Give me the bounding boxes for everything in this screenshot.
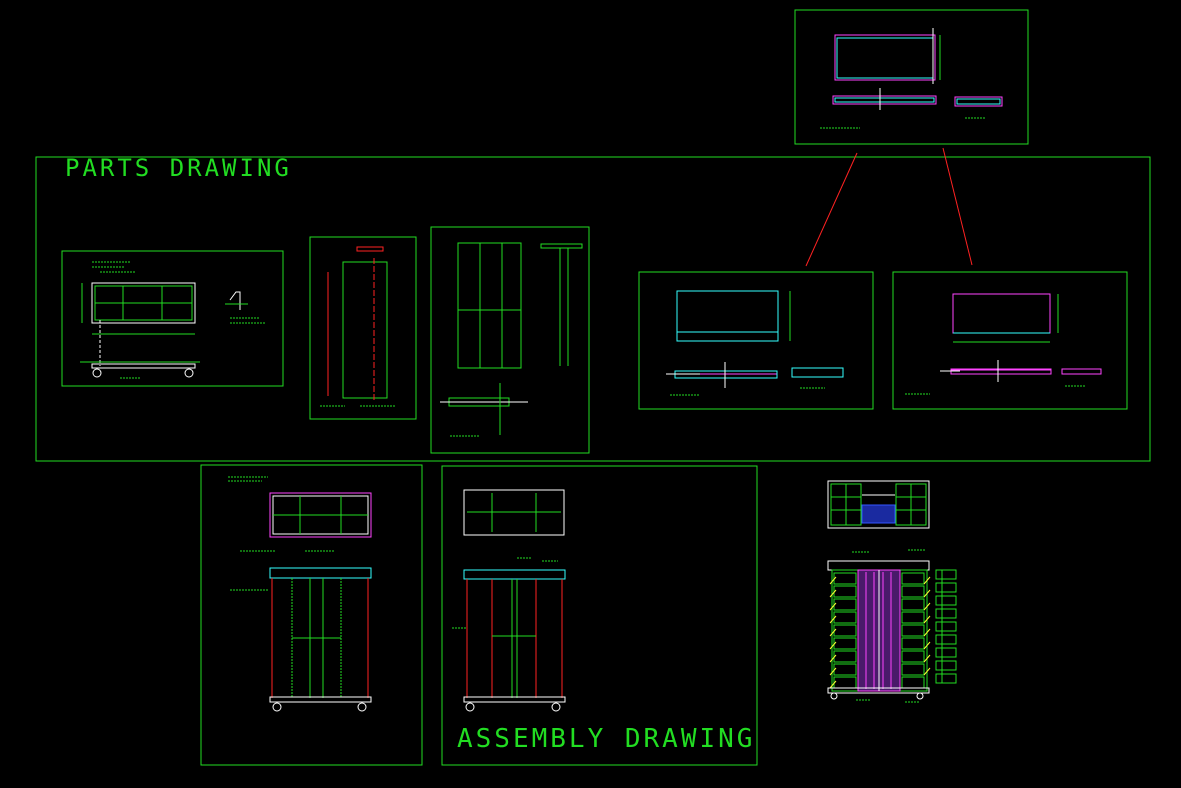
part-sheet-panel bbox=[309, 236, 417, 420]
leader-line-left bbox=[805, 152, 858, 267]
parts-drawing-frame bbox=[35, 156, 1151, 462]
part-sheet-post bbox=[430, 226, 590, 454]
leader-line-right bbox=[942, 147, 973, 266]
assembly-sheet-2 bbox=[441, 465, 758, 766]
part-sheet-board-magenta bbox=[892, 271, 1128, 410]
part-sheet-frame bbox=[61, 250, 284, 387]
parts-drawing-title: PARTS DRAWING bbox=[65, 154, 292, 182]
bin-detail-stack bbox=[935, 569, 957, 684]
assembly-sheet-1 bbox=[200, 464, 423, 766]
shelf-unit-plan bbox=[827, 480, 930, 529]
shelf-unit-elevation bbox=[827, 549, 931, 703]
assembly-drawing-title: ASSEMBLY DRAWING bbox=[457, 724, 756, 754]
part-sheet-board-cyan bbox=[638, 271, 874, 410]
top-detail-sheet bbox=[794, 9, 1029, 145]
